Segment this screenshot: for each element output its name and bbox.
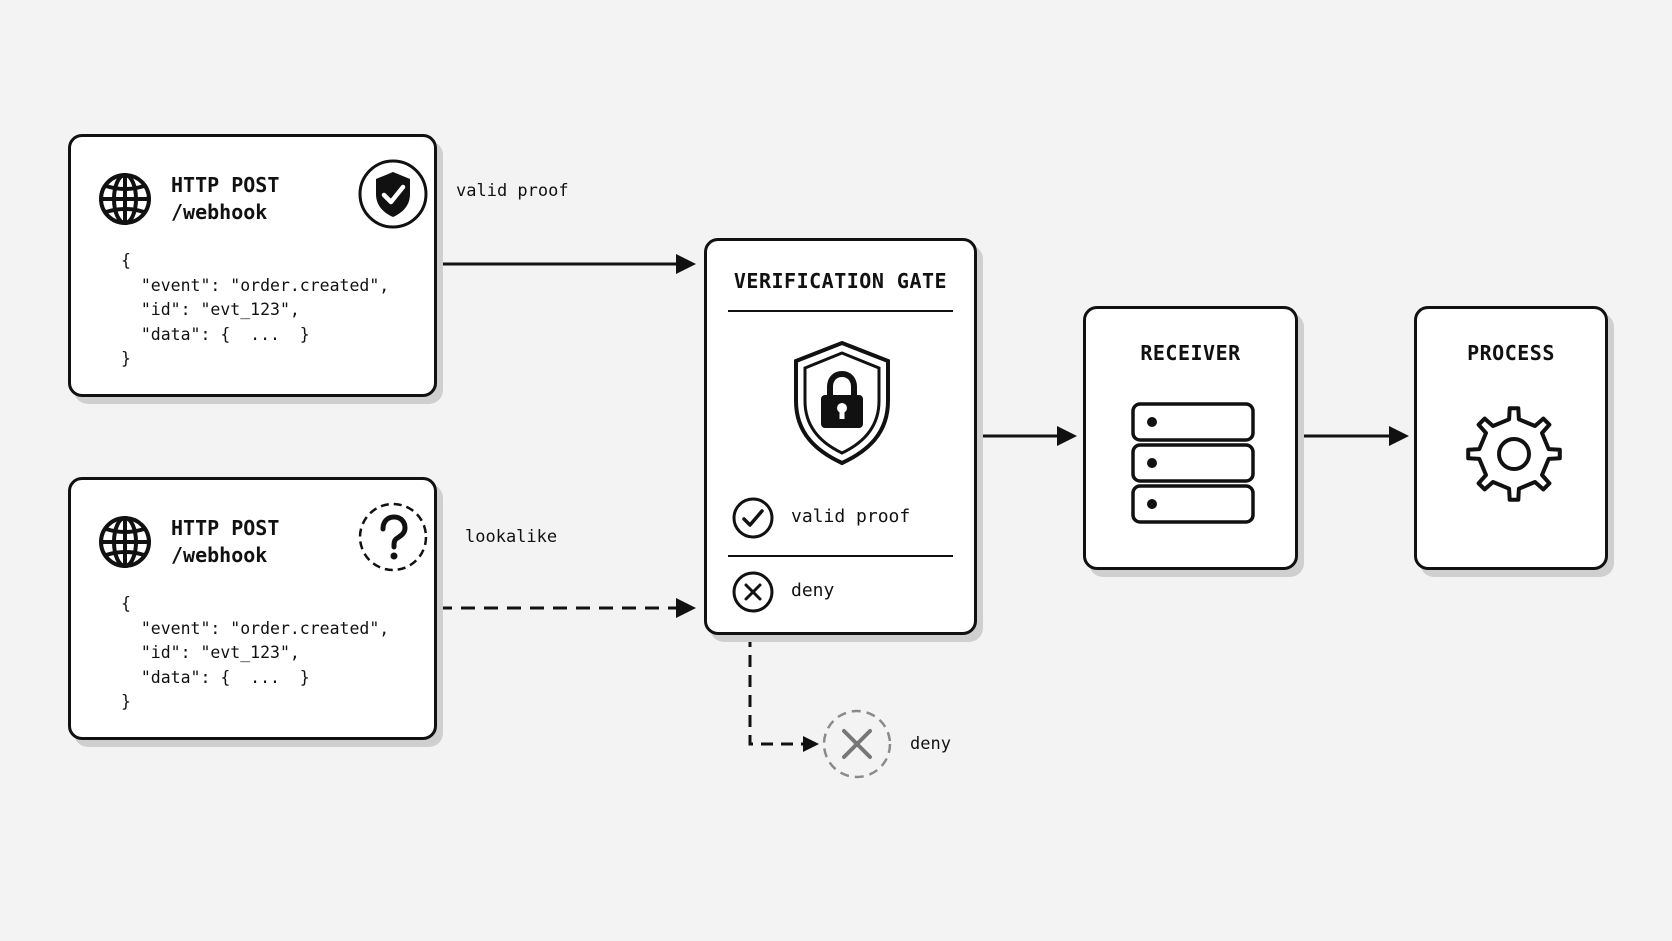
gear-icon (1466, 406, 1562, 502)
code-line: } (121, 692, 131, 711)
code-line: "event": "order.created", (121, 275, 390, 295)
gate-divider (728, 310, 953, 312)
receiver-title: RECEIVER (1140, 341, 1241, 365)
lookalike-edge-label: lookalike (465, 527, 558, 547)
request-path: /webhook (171, 543, 268, 567)
request-payload: { "event": "order.created", "id": "evt_1… (121, 592, 389, 715)
request-path: /webhook (171, 200, 268, 224)
valid-proof-edge-label: valid proof (456, 181, 569, 201)
check-circle-icon (732, 497, 774, 539)
deny-edge-label: deny (910, 734, 951, 754)
code-line: "id": "evt_123", (121, 643, 300, 662)
deny-path (748, 635, 808, 746)
code-line: { (121, 594, 131, 613)
gate-to-receiver-arrowhead (1057, 426, 1077, 446)
request-card-valid: HTTP POST /webhook { "event": "order.cre… (68, 134, 437, 397)
globe-icon (99, 173, 151, 225)
globe-icon (99, 516, 151, 568)
question-mark-icon (358, 502, 428, 572)
request-title: HTTP POST /webhook (171, 172, 279, 226)
process-title: PROCESS (1467, 341, 1555, 365)
request-method: HTTP POST (171, 516, 280, 540)
code-line: "id": "evt_123", (121, 300, 300, 319)
shield-lock-icon (794, 340, 890, 466)
receiver-to-process-arrowhead (1389, 426, 1409, 446)
code-line: { (121, 251, 131, 270)
lookalike-arrowhead (676, 598, 696, 618)
gate-divider (728, 555, 953, 557)
deny-arrowhead (803, 736, 819, 752)
request-card-lookalike: HTTP POST /webhook { "event": "order.cre… (68, 477, 437, 740)
request-method: HTTP POST (171, 173, 280, 197)
code-line: "data": { ... } (121, 324, 310, 344)
gate-title: VERIFICATION GATE (733, 269, 948, 293)
code-line: "data": { ... } (121, 667, 310, 687)
request-title: HTTP POST /webhook (171, 515, 279, 569)
gate-option-label: deny (791, 580, 835, 601)
code-line: "event": "order.created", (121, 618, 390, 638)
verification-gate: VERIFICATION GATE valid proof deny (704, 238, 977, 635)
gate-option-label: valid proof (791, 506, 911, 527)
x-circle-icon (732, 571, 774, 613)
server-icon (1131, 402, 1255, 524)
receiver-box: RECEIVER (1083, 306, 1298, 570)
request-payload: { "event": "order.created", "id": "evt_1… (121, 249, 389, 372)
process-box: PROCESS (1414, 306, 1608, 570)
shield-check-icon (358, 159, 428, 229)
code-line: } (121, 349, 131, 368)
valid-arrowhead (676, 254, 696, 274)
deny-node-icon (822, 709, 892, 779)
